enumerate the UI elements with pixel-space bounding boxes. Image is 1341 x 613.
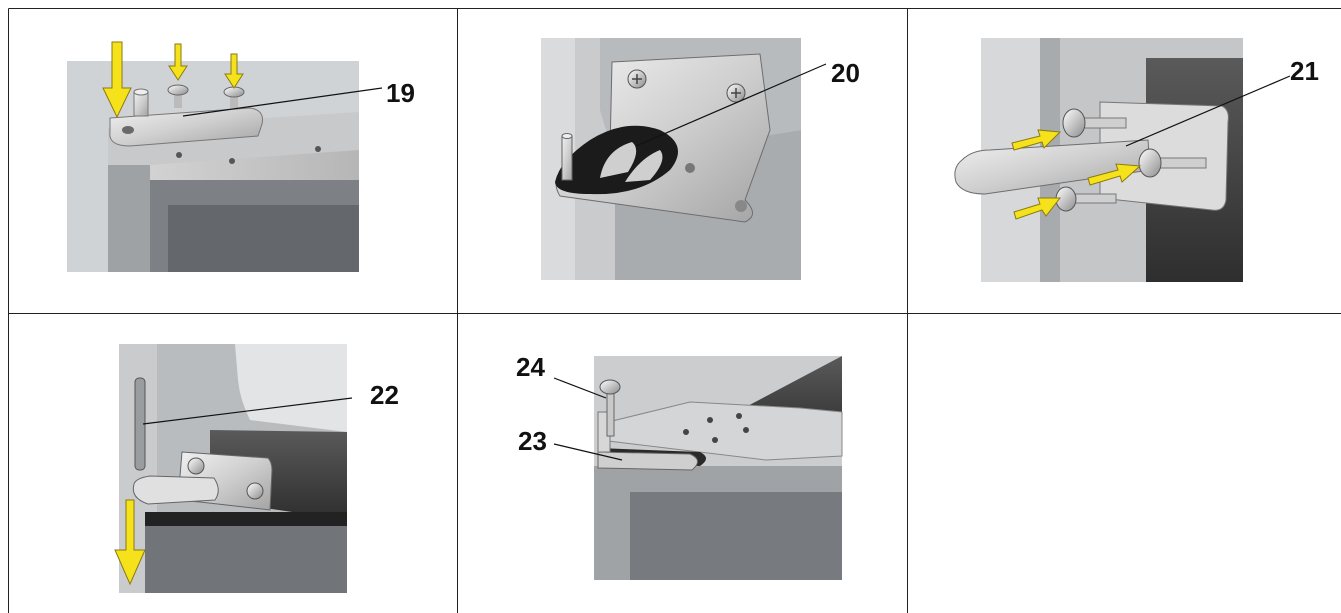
hinge-bracket-icon: [109, 107, 263, 147]
panel-step-22: 22: [114, 344, 399, 593]
screw-icon: [1055, 186, 1117, 212]
bottom-shelf-rail: [145, 512, 347, 526]
hinge-pin-icon: [561, 135, 573, 181]
callout-leader: [553, 377, 607, 399]
arrow-right-icon: [1011, 129, 1062, 151]
plate-hole: [743, 427, 749, 433]
screw-icon: [167, 84, 189, 108]
screw-icon: [599, 379, 621, 437]
panel-step-23-24: 24 23: [516, 352, 843, 580]
bracket-hole: [735, 200, 747, 212]
panel-step-19: 19: [67, 41, 415, 272]
plate-hole: [736, 413, 742, 419]
bracket-hole: [685, 163, 695, 173]
panel-step-20: 20: [541, 38, 860, 280]
hinge-arm: [132, 475, 219, 505]
cabinet-side-wall: [541, 38, 575, 280]
screw-icon: [1062, 108, 1127, 138]
callout-number-23: 23: [518, 426, 547, 456]
screw-icon: [726, 83, 746, 103]
callout-number-24: 24: [516, 352, 545, 382]
rail-hole: [176, 152, 182, 158]
callout-leader: [182, 87, 383, 117]
arrow-down-icon: [102, 41, 132, 119]
callout-leader: [142, 397, 353, 425]
hinge-arm: [954, 139, 1151, 195]
hinge-bracket-icon: [1099, 101, 1229, 211]
callout-number: 20: [831, 58, 860, 88]
plate-hole: [707, 417, 713, 423]
panel-step-21: 21: [954, 38, 1319, 282]
hinge-arm: [597, 451, 698, 471]
callout-number: 21: [1290, 56, 1319, 86]
callout-number: 19: [386, 78, 415, 108]
cabinet-top-surface: [235, 344, 347, 432]
arrow-down-icon: [224, 53, 244, 89]
plate-hole: [712, 437, 718, 443]
panel-grid: [8, 8, 1341, 613]
hinge-pin-top: [133, 88, 149, 96]
callout-leader: [1125, 75, 1291, 147]
callout-leader: [635, 63, 827, 147]
rail-hole: [315, 146, 321, 152]
door-edge: [108, 138, 150, 272]
arrow-right-icon: [1087, 163, 1142, 186]
top-plate: [599, 401, 843, 461]
lower-panel: [145, 526, 347, 593]
rail-hole: [229, 158, 235, 164]
plate-hole: [683, 429, 689, 435]
hinge-pin-icon: [133, 91, 149, 117]
hinge-hole: [122, 126, 134, 134]
screw-icon: [627, 69, 647, 89]
screw-icon: [246, 482, 264, 500]
door-inner-shadow: [168, 205, 359, 272]
callout-number: 22: [370, 380, 399, 410]
arrow-down-icon: [168, 43, 188, 81]
callout-leader: [553, 443, 623, 461]
hinge-pin-top: [561, 133, 573, 139]
arrow-right-icon: [1013, 197, 1062, 220]
arrow-down-icon: [114, 499, 146, 586]
gasket-slot: [625, 150, 663, 182]
screw-icon: [1138, 148, 1207, 178]
door-inner-panel: [630, 492, 842, 580]
gasket-slot: [600, 142, 637, 178]
screw-icon: [187, 457, 205, 475]
